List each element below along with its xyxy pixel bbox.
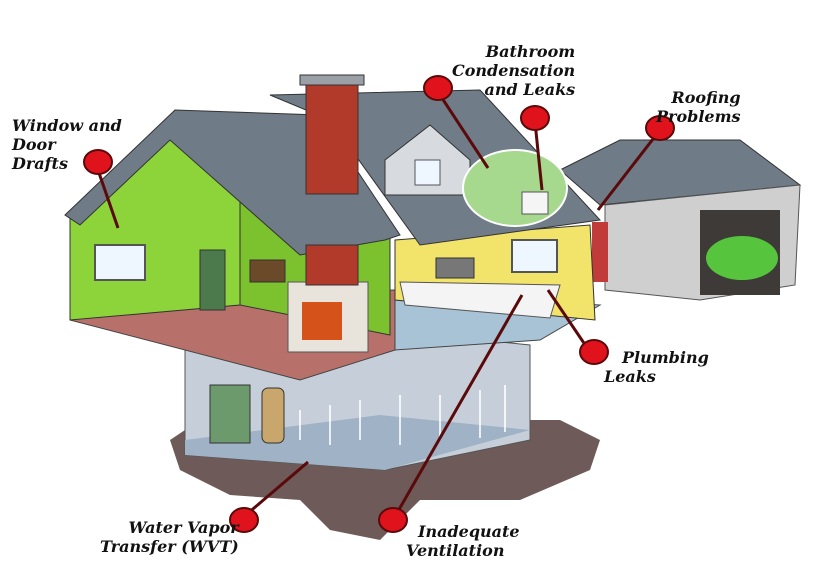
window-left — [94, 244, 146, 281]
label-wvt: Water Vapor Transfer (WVT) — [100, 518, 239, 556]
interior-door — [199, 249, 226, 311]
label-plumbing: Plumbing Leaks — [604, 348, 709, 386]
pin-icon — [229, 507, 259, 533]
kitchen-window — [511, 239, 558, 273]
water-heater-icon — [261, 387, 285, 444]
chimney — [305, 81, 359, 195]
wall-painting — [249, 259, 286, 283]
microwave — [435, 257, 475, 279]
chimney-lower — [305, 244, 359, 286]
dormer-window — [414, 159, 441, 186]
label-bathroom: Bathroom Condensation and Leaks — [452, 42, 576, 99]
pins — [83, 75, 675, 533]
pin-icon — [423, 75, 453, 101]
pin-icon — [579, 339, 609, 365]
chimney-cap — [299, 74, 365, 86]
label-window-drafts: Window and Door Drafts — [12, 116, 122, 173]
pin-icon — [83, 149, 113, 175]
label-roofing: Roofing Problems — [656, 88, 741, 126]
pin-icon — [378, 507, 408, 533]
garage-side-door — [592, 222, 608, 282]
bathroom-cabinet — [521, 191, 549, 215]
vapor-marks — [299, 385, 506, 445]
fireplace-fire — [302, 302, 342, 340]
label-ventilation: Inadequate Ventilation — [406, 522, 520, 560]
bathroom-cutaway — [462, 149, 568, 227]
furnace-icon — [209, 384, 251, 444]
kitchen-counter — [399, 281, 561, 319]
pin-icon — [645, 115, 675, 141]
garage-roof — [559, 139, 802, 206]
car-icon — [706, 236, 778, 280]
pin-icon — [520, 105, 550, 131]
